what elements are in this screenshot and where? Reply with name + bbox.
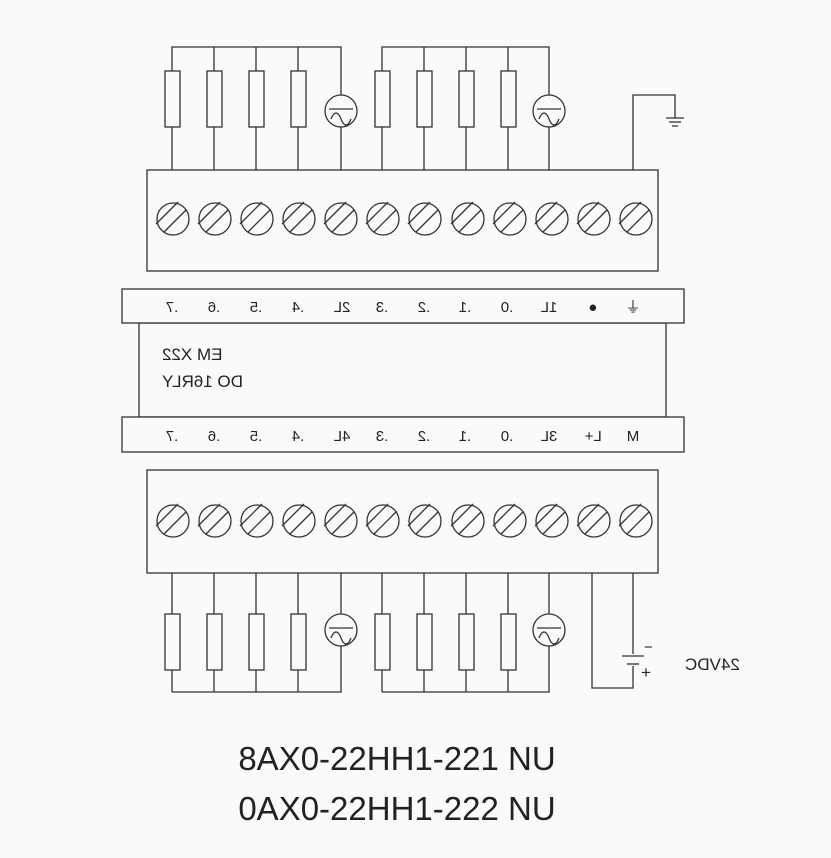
screw-terminal-icon xyxy=(155,503,190,538)
top-terminal-block xyxy=(146,169,659,272)
screw-terminal-icon xyxy=(239,503,274,538)
screw-terminal-icon xyxy=(576,503,611,538)
ac-source-icon xyxy=(532,613,566,647)
ac-source-icon xyxy=(532,94,566,128)
screw-terminal-icon xyxy=(618,201,653,236)
load-resistor-icon xyxy=(374,613,391,671)
top-terminal-label: .7 xyxy=(166,299,179,316)
screw-terminal-icon xyxy=(407,201,442,236)
battery-minus-sign: − xyxy=(644,639,653,656)
bottom-terminal-label: .0 xyxy=(501,428,514,445)
bottom-terminals xyxy=(155,503,653,538)
screw-terminal-icon xyxy=(323,201,358,236)
screw-terminal-icon xyxy=(365,503,400,538)
bottom-terminal-block xyxy=(146,469,659,574)
bottom-terminal-label: .1 xyxy=(459,428,472,445)
module-name: EM X22 xyxy=(162,345,222,364)
screw-terminal-icon xyxy=(576,201,611,236)
bottom-terminal-label: .2 xyxy=(418,428,431,445)
top-terminal-label: ● xyxy=(588,299,597,316)
module-body xyxy=(138,322,667,418)
load-resistor-icon xyxy=(500,70,517,128)
screw-terminal-icon xyxy=(492,201,527,236)
bottom-terminal-label: .7 xyxy=(166,428,179,445)
load-resistor-icon xyxy=(248,70,265,128)
load-resistor-icon xyxy=(500,613,517,671)
bottom-terminal-label: .4 xyxy=(292,428,305,445)
screw-terminal-icon xyxy=(492,503,527,538)
load-resistor-icon xyxy=(416,613,433,671)
screw-terminal-icon xyxy=(197,503,232,538)
bottom-terminal-label: L+ xyxy=(584,428,601,445)
load-resistor-icon xyxy=(290,613,307,671)
bottom-label-row: M L+ 3L .0 .1 .2 .3 4L .4 .5 .6 .7 xyxy=(166,428,640,445)
bottom-terminal-label: .3 xyxy=(376,428,389,445)
load-resistor-icon xyxy=(164,70,181,128)
screw-terminal-icon xyxy=(618,503,653,538)
screw-terminal-icon xyxy=(197,201,232,236)
screw-terminal-icon xyxy=(450,201,485,236)
top-terminal-label: .0 xyxy=(501,299,514,316)
screw-terminal-icon xyxy=(450,503,485,538)
part-number-2: 0AX0-22HH1-222 NU xyxy=(238,790,555,827)
load-resistor-icon xyxy=(458,70,475,128)
top-terminal-label: 2L xyxy=(334,299,351,316)
top-terminal-label: .5 xyxy=(250,299,263,316)
bottom-loads xyxy=(164,613,517,671)
supply-voltage-label: 24VDC xyxy=(685,655,740,674)
top-terminal-label: .1 xyxy=(459,299,472,316)
load-resistor-icon xyxy=(164,613,181,671)
bottom-terminal-label: .6 xyxy=(208,428,221,445)
top-terminal-label: 1L xyxy=(541,299,558,316)
ac-source-icon xyxy=(324,94,358,128)
load-resistor-icon xyxy=(374,70,391,128)
battery-plus-sign: + xyxy=(641,663,651,682)
top-terminal-label: .6 xyxy=(208,299,221,316)
bottom-terminal-label: 4L xyxy=(334,428,351,445)
screw-terminal-icon xyxy=(323,503,358,538)
screw-terminal-icon xyxy=(534,503,569,538)
load-resistor-icon xyxy=(416,70,433,128)
dc-battery-icon xyxy=(622,655,644,665)
bottom-label-strip xyxy=(121,416,685,453)
load-resistor-icon xyxy=(290,70,307,128)
screw-terminal-icon xyxy=(239,201,274,236)
bottom-terminal-label: M xyxy=(627,428,640,445)
load-resistor-icon xyxy=(248,613,265,671)
top-terminal-label: .2 xyxy=(418,299,431,316)
load-resistor-icon xyxy=(458,613,475,671)
bottom-terminal-label: 3L xyxy=(541,428,558,445)
top-label-row: ⏚ ● 1L .0 .1 .2 .3 2L .4 .5 .6 .7 xyxy=(166,299,641,316)
screw-terminal-icon xyxy=(281,201,316,236)
bottom-terminal-label: .5 xyxy=(250,428,263,445)
screw-terminal-icon xyxy=(155,201,190,236)
top-label-strip xyxy=(121,288,685,324)
load-resistor-icon xyxy=(206,613,223,671)
ground-icon xyxy=(666,117,684,127)
top-loads xyxy=(164,70,517,128)
ac-source-icon xyxy=(324,613,358,647)
screw-terminal-icon xyxy=(365,201,400,236)
top-terminal-label: ⏚ xyxy=(625,299,640,316)
screw-terminal-icon xyxy=(534,201,569,236)
part-number-1: 8AX0-22HH1-221 NU xyxy=(238,740,555,777)
top-terminal-label: .3 xyxy=(376,299,389,316)
module-type: DO 16RLY xyxy=(162,372,243,391)
screw-terminal-icon xyxy=(281,503,316,538)
top-terminals xyxy=(155,201,653,236)
load-resistor-icon xyxy=(206,70,223,128)
screw-terminal-icon xyxy=(407,503,442,538)
top-terminal-label: .4 xyxy=(292,299,305,316)
